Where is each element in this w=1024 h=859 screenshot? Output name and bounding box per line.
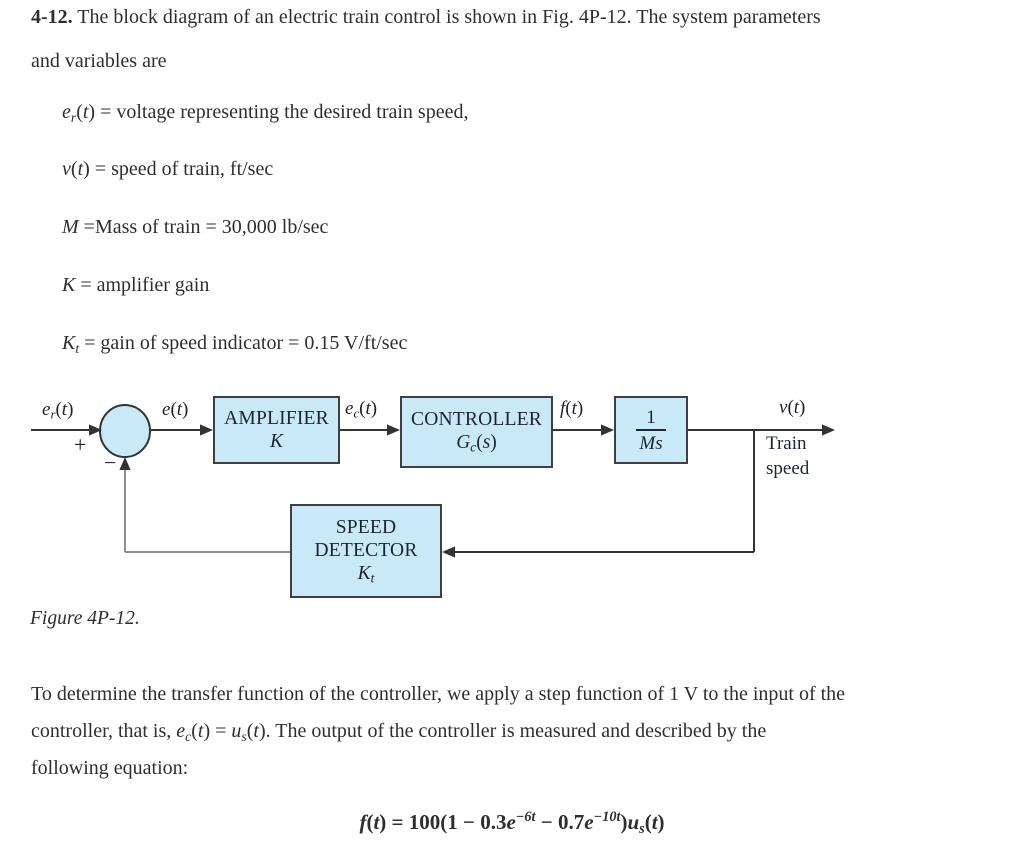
controller-block: CONTROLLER Gc(s) bbox=[400, 396, 553, 468]
amplifier-block: AMPLIFIER K bbox=[213, 396, 340, 464]
arrow-into-controller bbox=[387, 424, 400, 436]
param-m: M =Mass of train = 30,000 lb/sec bbox=[62, 216, 329, 238]
input-signal-label: er(t) bbox=[42, 399, 74, 422]
minus-sign: − bbox=[104, 450, 117, 475]
plant-numerator: 1 bbox=[646, 406, 656, 428]
ec-signal-label: ec(t) bbox=[345, 398, 378, 421]
arrow-output bbox=[822, 424, 835, 436]
forward-path-lines bbox=[31, 429, 822, 553]
error-signal-label: e(t) bbox=[162, 399, 189, 420]
problem-statement-line2: and variables are bbox=[31, 50, 167, 72]
plant-denominator: Ms bbox=[639, 432, 663, 454]
arrow-into-plant bbox=[601, 424, 614, 436]
param-er: er(t) = voltage representing the desired… bbox=[62, 101, 469, 125]
controller-output-equation: f(t) = 100(1 − 0.3e−6t − 0.7e−10t)us(t) bbox=[359, 809, 665, 837]
body-text-line2: controller, that is, ec(t) = us(t). The … bbox=[31, 720, 767, 744]
arrowheads bbox=[89, 424, 835, 558]
detector-label-line2: DETECTOR bbox=[314, 539, 418, 561]
plant-transfer-function: 1 Ms bbox=[636, 408, 666, 453]
f-signal-label: f(t) bbox=[560, 398, 584, 419]
arrow-feedback-into-junction bbox=[119, 457, 131, 470]
param-kt: Kt = gain of speed indicator = 0.15 V/ft… bbox=[62, 332, 408, 356]
arrow-into-summing-junction bbox=[89, 424, 102, 436]
arrow-into-amplifier bbox=[200, 424, 213, 436]
speed-detector-block: SPEED DETECTOR Kt bbox=[290, 504, 442, 598]
detector-gain-symbol: Kt bbox=[357, 562, 375, 586]
plus-sign: + bbox=[74, 432, 87, 457]
controller-label: CONTROLLER bbox=[411, 409, 542, 431]
figure-caption: Figure 4P-12. bbox=[30, 608, 140, 629]
feedback-return-lines bbox=[124, 470, 290, 553]
param-v: v(t) = speed of train, ft/sec bbox=[62, 158, 274, 180]
output-caption-speed: speed bbox=[766, 458, 810, 479]
controller-tf-symbol: Gc(s) bbox=[456, 432, 497, 456]
param-k: K = amplifier gain bbox=[62, 274, 210, 296]
output-signal-label: v(t) bbox=[779, 397, 806, 418]
fraction-bar bbox=[636, 428, 666, 431]
problem-statement-line1: 4-12. The block diagram of an electric t… bbox=[31, 6, 821, 28]
body-text-line3: following equation: bbox=[31, 757, 189, 779]
plant-block: 1 Ms bbox=[614, 396, 688, 464]
arrow-into-detector bbox=[442, 546, 455, 558]
amplifier-label: AMPLIFIER bbox=[224, 408, 329, 429]
body-text-line1: To determine the transfer function of th… bbox=[31, 683, 846, 705]
output-caption-train: Train bbox=[766, 433, 807, 454]
detector-label-line1: SPEED bbox=[335, 516, 397, 538]
block-diagram bbox=[31, 404, 835, 558]
amplifier-gain-symbol: K bbox=[269, 431, 283, 452]
